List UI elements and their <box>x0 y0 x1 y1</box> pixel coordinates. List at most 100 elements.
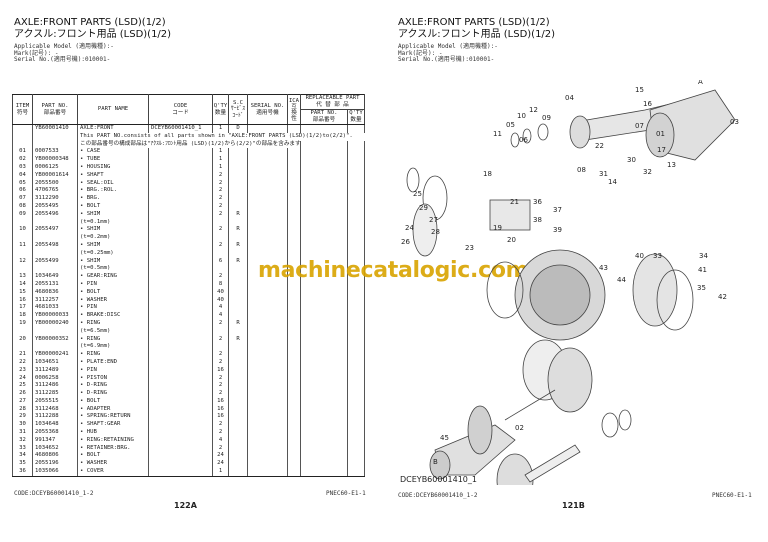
cell-sc <box>228 382 248 391</box>
callout-label: 29 <box>419 204 428 212</box>
cell-item: 13 <box>12 273 33 281</box>
cell-qty: 1 <box>212 468 229 477</box>
cell-item: 17 <box>12 304 33 313</box>
cell-item: 33 <box>12 444 33 453</box>
cell-sc <box>228 421 248 430</box>
cell-partno: 2055497 <box>32 226 78 235</box>
cell-item: 27 <box>12 397 33 406</box>
cell-name: • HUB <box>77 429 149 437</box>
cell-partno: 4680836 <box>32 288 78 297</box>
cell-qty: 4 <box>212 312 229 320</box>
cell-qty: 8 <box>212 280 229 289</box>
cell-name: • TUBE <box>77 156 149 164</box>
cell-name: • SEAL:OIL <box>77 179 149 188</box>
cell-sc: R <box>228 335 248 344</box>
callout-label: 05 <box>506 121 515 129</box>
callout-label: 34 <box>699 252 708 260</box>
cell-partno: 2055196 <box>32 460 78 469</box>
cell-partno: 1034649 <box>32 273 78 281</box>
cell-name: • BRG.:ROL. <box>77 187 149 196</box>
cell-qty: 2 <box>212 429 229 437</box>
assembly-note-jp: この部品番号の構成部品は"ｱｸｽﾙ:ﾌﾛﾝﾄ用品 (LSD)(1/2)から(2/… <box>77 140 301 149</box>
assembly-partno: YB60001410 <box>32 124 78 133</box>
callout-label: 18 <box>483 170 492 178</box>
col-ica: ICA 互 換 性 <box>287 94 301 125</box>
cell-item: 06 <box>12 187 33 196</box>
cell-item: 22 <box>12 358 33 367</box>
callout-label: 16 <box>643 100 652 108</box>
callout-label: 36 <box>533 198 542 206</box>
cell-qty: 2 <box>212 273 229 281</box>
cell-note: (t=0.25mm) <box>77 249 149 258</box>
right-applicable-model: Applicable Model (適用機種):- <box>398 43 498 50</box>
cell-name: • RETAINER:BRG. <box>77 444 149 453</box>
cell-partno: 991347 <box>32 436 78 445</box>
cell-partno: 1034652 <box>32 444 78 453</box>
cell-name: • BRAKE:DISC <box>77 312 149 320</box>
callout-label: 19 <box>493 224 502 232</box>
cell-partno: YB00000033 <box>32 312 78 320</box>
assembly-code: DCEYB60001410_1 <box>148 124 213 133</box>
cell-partno: YB00000241 <box>32 351 78 359</box>
cell-item: 32 <box>12 436 33 445</box>
cell-name: • BOLT <box>77 452 149 461</box>
cell-sc <box>228 429 248 437</box>
cell-qty: 4 <box>212 304 229 313</box>
cell-partno: 1034651 <box>32 358 78 367</box>
cell-partno: 4706765 <box>32 187 78 196</box>
assembly-name: AXLE:FRONT <box>77 124 149 133</box>
callout-label: 27 <box>429 216 438 224</box>
cell-qty: 2 <box>212 226 229 235</box>
callout-label: 26 <box>401 238 410 246</box>
cell-item: 20 <box>12 335 33 344</box>
callout-label: 44 <box>617 276 626 284</box>
cell-partno: 0006125 <box>32 163 78 172</box>
col-rep-partno: PART NO. 部品番号 <box>300 109 348 125</box>
callout-label: 32 <box>643 168 652 176</box>
col-replaceable: REPLACEABLE PART 代 替 部 品 <box>299 94 366 110</box>
cell-item: 05 <box>12 179 33 188</box>
cell-item: 09 <box>12 210 33 219</box>
cell-qty: 6 <box>212 257 229 266</box>
callout-label: 17 <box>657 146 666 154</box>
cell-partno: 2055368 <box>32 429 78 437</box>
cell-name: • BOLT <box>77 288 149 297</box>
cell-sc <box>228 171 248 180</box>
cell-sc <box>228 296 248 305</box>
callout-label: 35 <box>697 284 706 292</box>
cell-sc <box>228 163 248 172</box>
cell-name: • PISTON <box>77 374 149 383</box>
callout-label: 38 <box>533 216 542 224</box>
cell-qty: 2 <box>212 390 229 398</box>
callout-label: 07 <box>635 122 644 130</box>
callout-label: 01 <box>656 130 665 138</box>
cell-name: • CASE <box>77 148 149 157</box>
footer-code-left: CODE:DCEYB60001410_1-2 <box>14 490 94 497</box>
cell-partno: 3112285 <box>32 390 78 398</box>
cell-sc: R <box>228 319 248 328</box>
assembly-note-en: This PART NO.consists of all parts shown… <box>76 132 365 141</box>
callout-label: 02 <box>515 424 524 432</box>
callout-label: 20 <box>507 236 516 244</box>
cell-qty: 24 <box>212 452 229 461</box>
cell-partno: 2055496 <box>32 210 78 219</box>
callout-label: 25 <box>413 190 422 198</box>
cell-partno: 3112486 <box>32 382 78 391</box>
col-sc: S.C ｻｰﾋﾞｽ ｺｰﾄﾞ <box>228 94 248 125</box>
cell-qty: 2 <box>212 171 229 180</box>
right-serial-no: Serial No.(適用号機):010001- <box>398 56 495 64</box>
callout-label: 23 <box>465 244 474 252</box>
cell-sc <box>228 288 248 297</box>
cell-item: 02 <box>12 156 33 164</box>
